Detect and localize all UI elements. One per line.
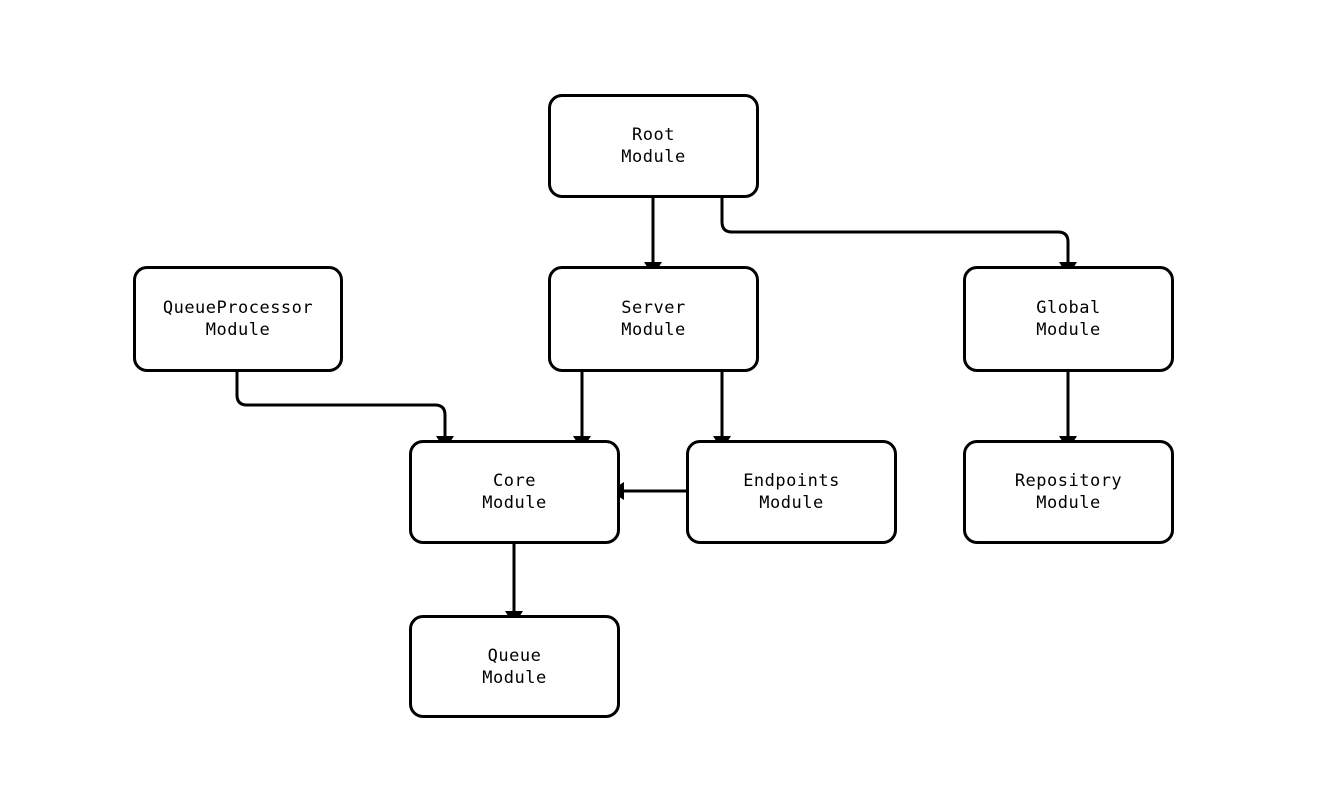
- node-label-suffix: Module: [1036, 320, 1101, 340]
- edge-endpoints-core: [610, 482, 686, 500]
- node-label-name: Root: [632, 125, 675, 145]
- edge-root-server: [644, 198, 662, 276]
- node-label-name: Queue: [487, 645, 542, 666]
- node-label-suffix: Module: [621, 320, 686, 340]
- node-label-name: Endpoints: [743, 471, 840, 491]
- edge-core-queue: [505, 544, 523, 625]
- node-label-suffix: Module: [621, 147, 686, 167]
- node-label-name: QueueProcessor: [162, 298, 314, 318]
- edge-root-global: [720, 198, 1077, 276]
- node-label-suffix: Module: [482, 493, 547, 513]
- node-label-suffix: Module: [205, 320, 271, 340]
- node-label-suffix: Module: [759, 493, 824, 513]
- edge-server-endpoints: [713, 372, 731, 450]
- node-label-name: Repository: [1014, 471, 1123, 491]
- node-label-name: Core: [493, 471, 536, 491]
- node-label-suffix: Module: [1036, 493, 1101, 513]
- edge-server-core: [573, 372, 591, 450]
- node-label-name: Server: [621, 298, 686, 318]
- edge-global-repository: [1059, 372, 1077, 450]
- node-label-suffix: Module: [482, 667, 547, 688]
- edge-queueprocessor-core: [235, 372, 454, 450]
- node-label-name: Global: [1036, 298, 1101, 318]
